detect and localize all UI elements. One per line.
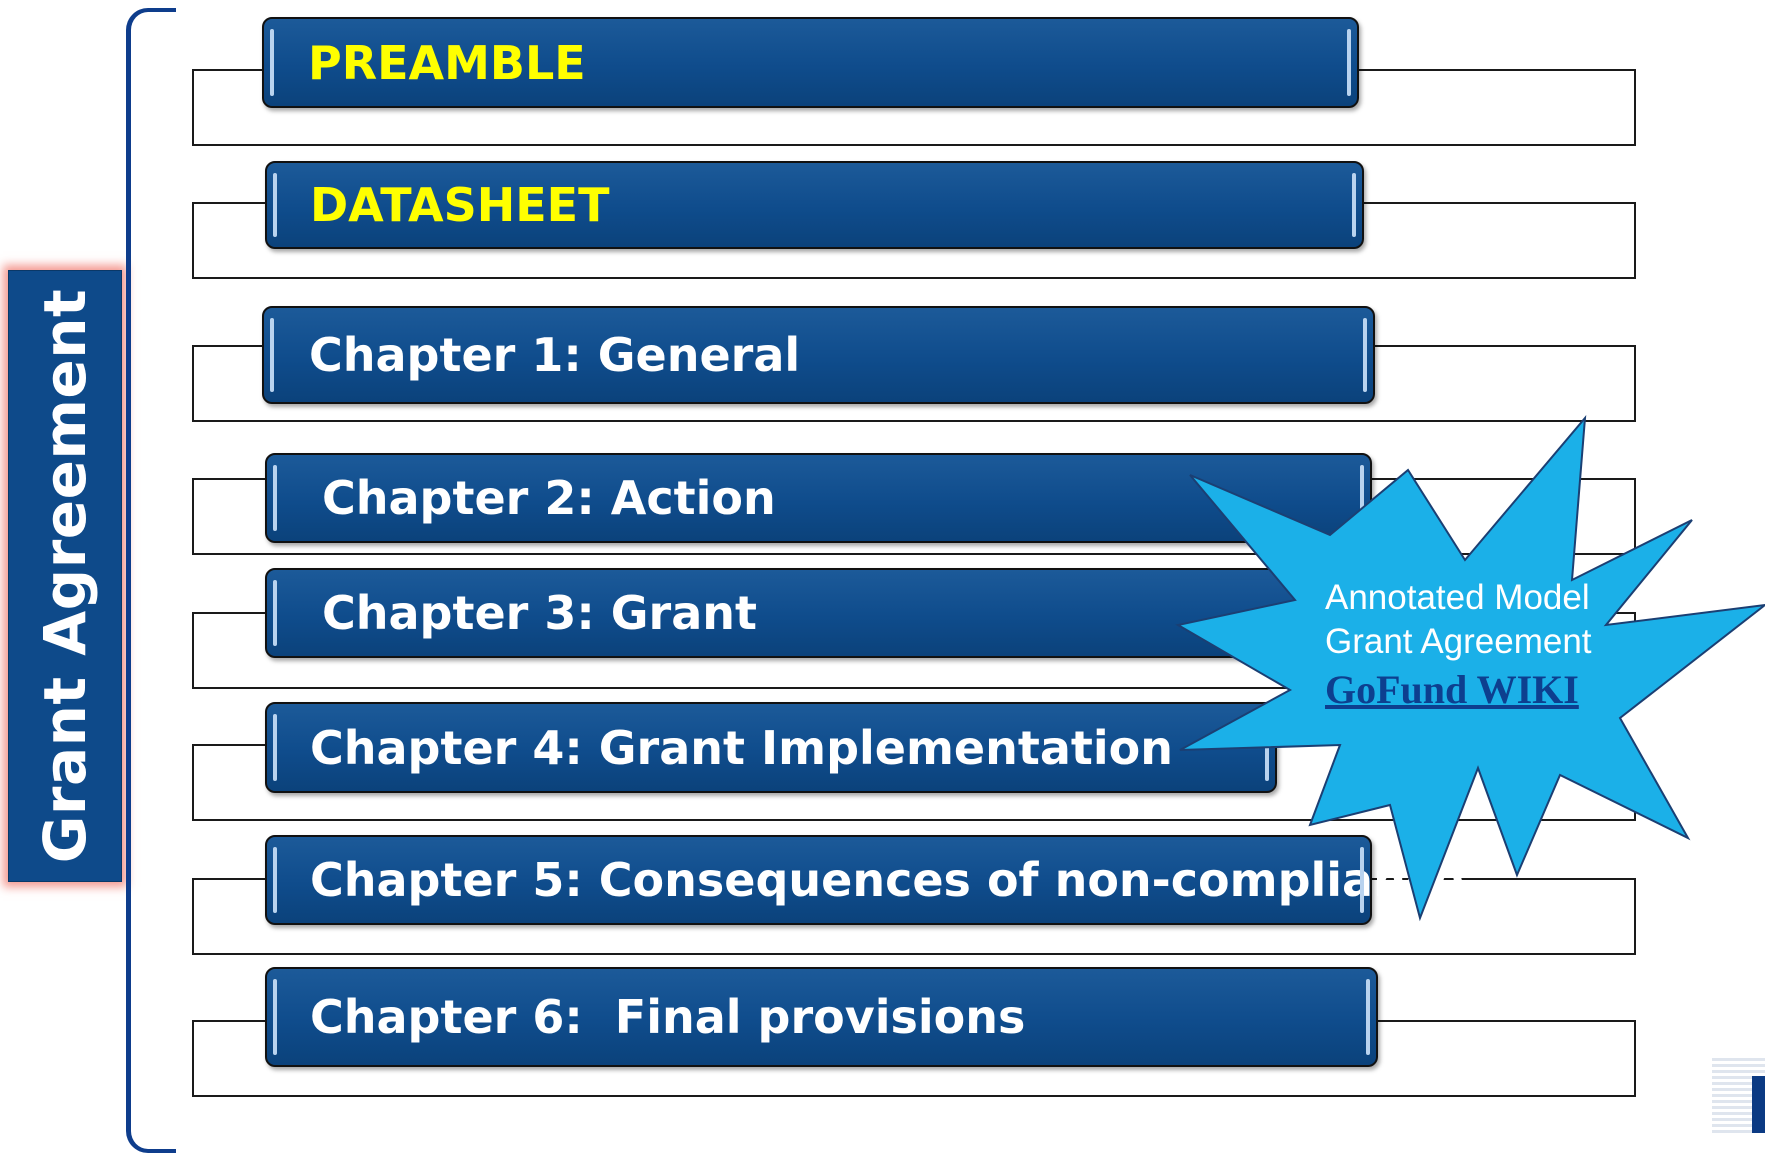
row-bar-chapter-1[interactable]: Chapter 1: General	[262, 306, 1375, 404]
callout-line-2: Grant Agreement	[1325, 622, 1592, 661]
logo-mark	[1752, 1076, 1765, 1133]
row-label-preamble: PREAMBLE	[308, 35, 586, 90]
row-bar-chapter-6[interactable]: Chapter 6: Final provisions	[265, 967, 1378, 1067]
grant-agreement-sidebar: Grant Agreement	[8, 270, 122, 882]
row-bar-datasheet[interactable]: DATASHEET	[265, 161, 1364, 249]
callout-line-1: Annotated Model	[1325, 578, 1590, 617]
row-label-chapter-4: Chapter 4: Grant Implementation	[310, 720, 1173, 775]
row-bar-preamble[interactable]: PREAMBLE	[262, 17, 1359, 108]
sidebar-title: Grant Agreement	[31, 288, 99, 864]
row-bar-chapter-4[interactable]: Chapter 4: Grant Implementation	[265, 702, 1277, 793]
gofund-wiki-link[interactable]: GoFund WIKI	[1325, 667, 1579, 712]
row-label-chapter-6: Chapter 6: Final provisions	[310, 990, 1026, 1044]
row-label-chapter-5: Chapter 5: Consequences of non-complianc…	[310, 853, 1465, 907]
row-bar-chapter-3[interactable]: Chapter 3: Grant	[265, 568, 1343, 658]
left-bracket	[126, 8, 176, 1153]
row-bar-chapter-5[interactable]: Chapter 5: Consequences of non-complianc…	[265, 835, 1464, 925]
row-label-chapter-2: Chapter 2: Action	[322, 471, 776, 525]
row-label-datasheet: DATASHEET	[310, 178, 610, 232]
row-label-chapter-3: Chapter 3: Grant	[322, 586, 758, 640]
row-label-chapter-1: Chapter 1: General	[309, 328, 801, 382]
row-bar-chapter-2[interactable]: Chapter 2: Action	[265, 453, 1372, 543]
